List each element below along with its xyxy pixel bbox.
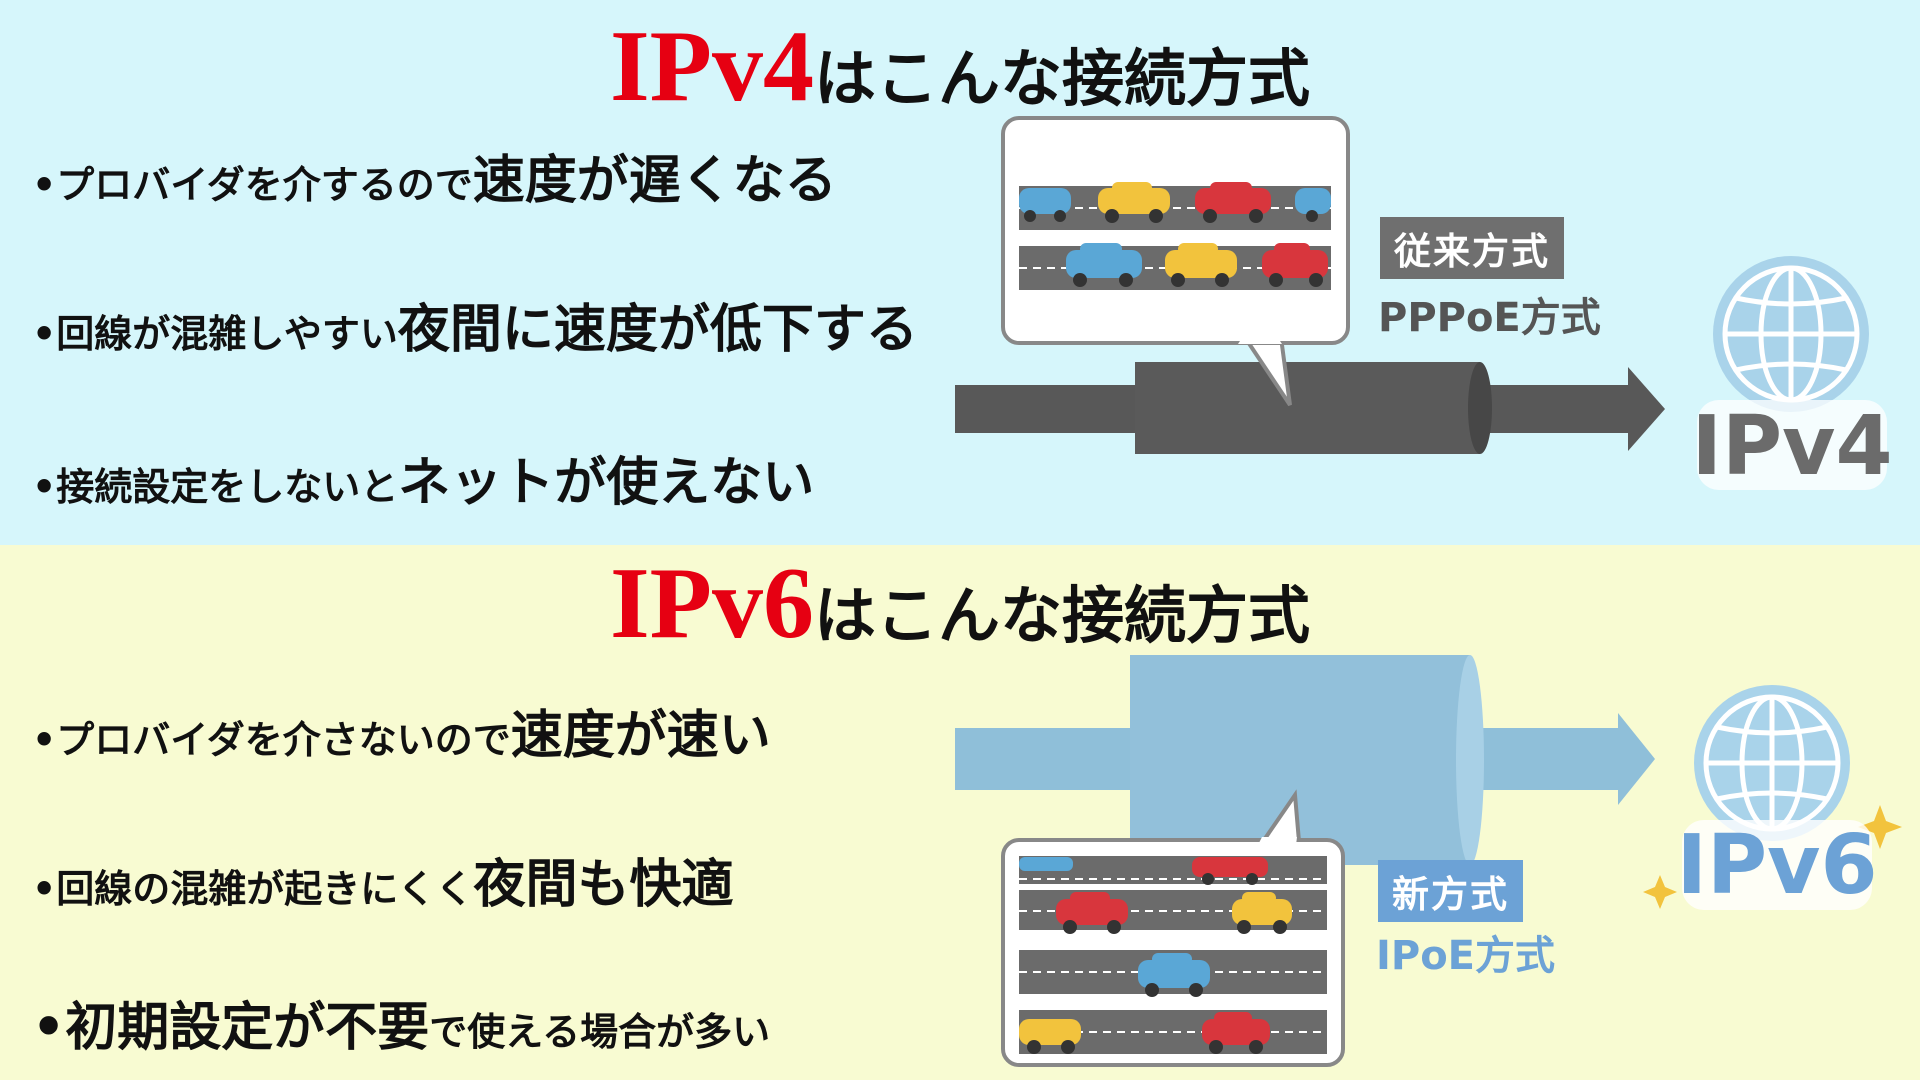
ipv4-bullet-1-emphasis: 速度が遅くなる [472,150,837,211]
ipv6-pipe-end [1456,655,1484,865]
ipv6-bullet-2-lead: •回線の混雑が起きにくく [32,866,474,911]
car-icon [1195,182,1271,223]
car-icon [1066,243,1142,287]
car-icon [1262,243,1328,287]
ipv4-pipe-out [1480,385,1630,433]
car-icon [1192,857,1268,885]
ipv4-globe-label: IPv4 [1691,399,1892,494]
ipv6-globe-label: IPv6 [1676,818,1877,913]
ipv6-bullet-3-lead: で使える場合が多い [429,1009,771,1054]
ipv4-bullet-3-emphasis: ネットが使えない [398,452,815,513]
ipv4-arrow-head [1628,367,1665,451]
ipv6-arrow-head [1618,713,1655,805]
ipv4-title: IPv4はこんな接続方式 [0,8,1920,125]
ipv6-pipe-in [955,728,1135,790]
ipv4-title-version: IPv4 [609,10,814,123]
ipv4-bullet-3: •接続設定をしないとネットが使えない [32,440,814,515]
sparkle-icon [1643,875,1677,909]
ipv4-title-rest: はこんな接続方式 [813,42,1310,115]
ipv4-method-tag: 従来方式 [1380,217,1564,279]
ipv4-panel: IPv4はこんな接続方式 •プロバイダを介するので速度が遅くなる •回線が混雑し… [0,0,1920,545]
car-icon [1056,892,1128,934]
ipv6-pipe-out [1470,728,1620,790]
ipv6-bullet-2-emphasis: 夜間も快適 [473,854,734,915]
ipv6-bullet-2: •回線の混雑が起きにくく夜間も快適 [32,842,734,917]
car-icon [1138,953,1210,997]
ipv6-bullet-3-emphasis: •初期設定が不要 [32,997,430,1058]
car-icon [1019,188,1071,222]
ipv6-bullet-3: •初期設定が不要で使える場合が多い [32,985,770,1060]
ipv4-bullet-2: •回線が混雑しやすい夜間に速度が低下する [32,287,918,362]
ipv6-bullet-1-emphasis: 速度が速い [510,705,771,766]
ipv4-method-name: PPPoE方式 [1378,295,1601,341]
ipv4-bullet-2-lead: •回線が混雑しやすい [32,311,398,356]
ipv4-diagram: IPv4 [955,116,1893,494]
ipv4-traffic-bubble [1001,116,1350,407]
globe-icon [1713,256,1869,412]
ipv4-globe-label-bg [1697,400,1887,490]
car-icon [1019,857,1073,871]
car-icon [1232,892,1292,934]
car-icon [1019,1019,1081,1054]
car-icon [1098,182,1170,223]
ipv4-pipe-end [1468,362,1492,454]
ipv6-globe-label-bg [1682,820,1872,910]
car-icon [1165,243,1237,287]
ipv6-method-name: IPoE方式 [1376,933,1556,979]
ipv6-traffic-bubble [1001,789,1345,1067]
ipv6-bullet-1-lead: •プロバイダを介さないので [32,717,511,762]
sparkle-icon [1858,805,1902,849]
ipv4-bullet-3-lead: •接続設定をしないと [32,464,399,509]
ipv6-title: IPv6はこんな接続方式 [0,545,1920,662]
ipv6-title-version: IPv6 [609,547,814,660]
ipv4-bullet-2-emphasis: 夜間に速度が低下する [397,299,918,360]
ipv4-pipe-narrow-section [1135,362,1480,454]
ipv6-bullet-1: •プロバイダを介さないので速度が速い [32,693,771,768]
ipv4-bullet-1-lead: •プロバイダを介するので [32,162,473,207]
ipv4-bullet-1: •プロバイダを介するので速度が遅くなる [32,138,837,213]
ipv6-diagram: IPv6 [955,655,1902,1067]
ipv6-title-rest: はこんな接続方式 [813,579,1310,652]
ipv6-panel: IPv6はこんな接続方式 •プロバイダを介さないので速度が速い •回線の混雑が起… [0,545,1920,1080]
car-icon [1295,188,1331,222]
car-icon [1202,1012,1270,1054]
ipv6-method-tag: 新方式 [1378,860,1523,922]
